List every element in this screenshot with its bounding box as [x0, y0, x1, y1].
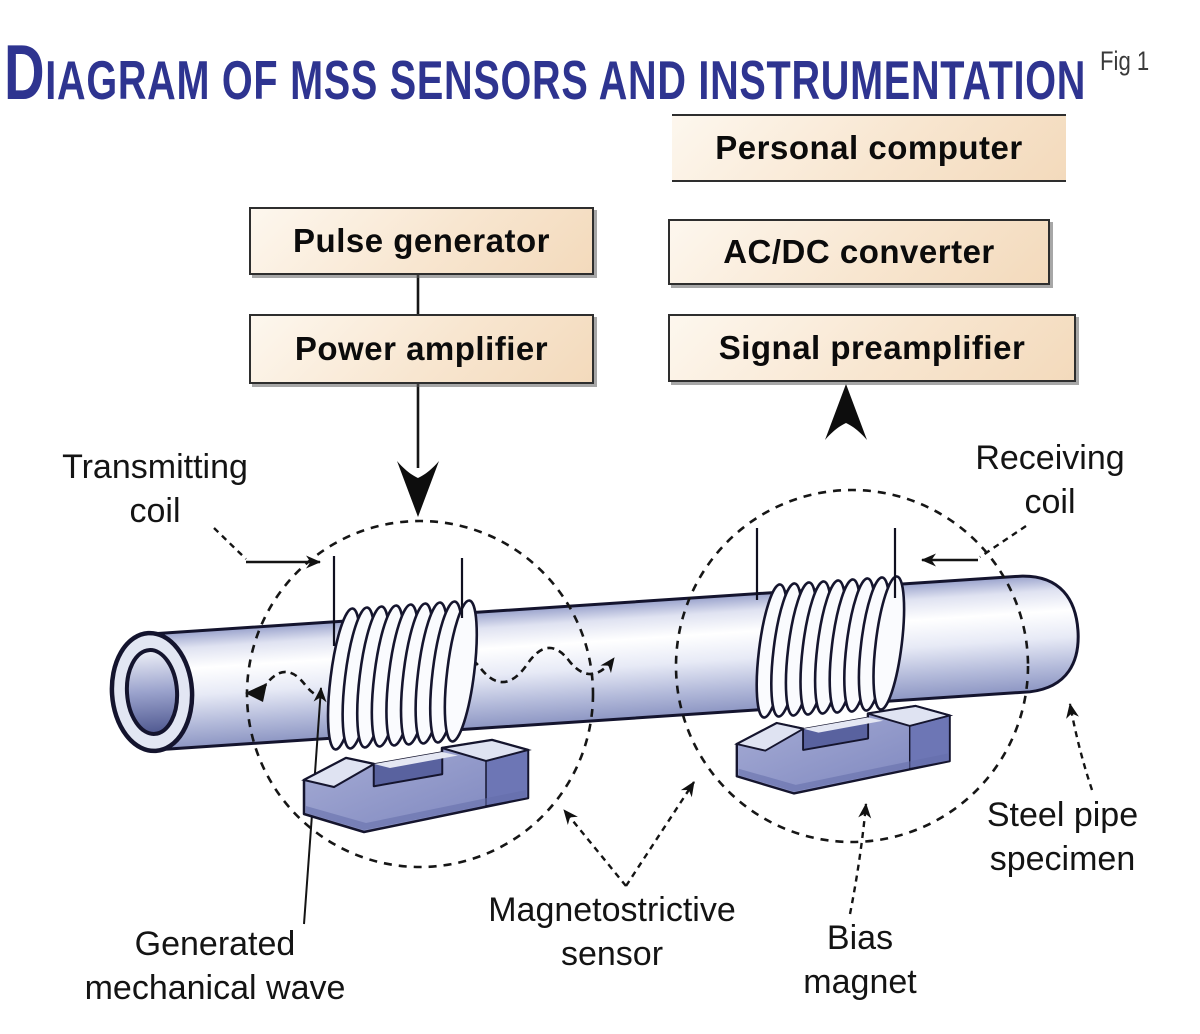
- receiving-coil: [755, 575, 906, 719]
- sensor-circle-left: [245, 519, 595, 869]
- page-title: DIAGRAM OF MSS SENSORS AND INSTRUMENTATI…: [4, 33, 1086, 111]
- title-dropcap: D: [4, 28, 46, 117]
- bias-magnet-left: [302, 738, 530, 834]
- magnetostrictive-sensor-label: Magnetostrictive sensor: [488, 891, 736, 974]
- transmitting-coil-label: Transmitting coil: [62, 448, 248, 531]
- coil-lead-wires: [332, 528, 897, 646]
- signal-preamplifier-box: Signal preamplifier: [668, 314, 1076, 382]
- pipe-opening-hole: [124, 648, 180, 736]
- bias-magnet-label: Bias magnet: [803, 919, 917, 1002]
- steel-pipe-specimen-label: Steel pipe specimen: [986, 796, 1139, 879]
- pulse-generator-box: Pulse generator: [249, 207, 594, 275]
- transmitting-coil: [326, 599, 479, 751]
- up-arrowhead: [825, 384, 867, 440]
- sensor-circle-right: [674, 488, 1030, 844]
- power-amplifier-box: Power amplifier: [249, 314, 594, 384]
- bias-magnet-right: [735, 704, 951, 795]
- title-text: IAGRAM OF MSS SENSORS AND INSTRUMENTATIO…: [45, 49, 1087, 112]
- generated-wave-label: Generated mechanical wave: [84, 925, 346, 1008]
- receiving-coil-label: Receiving coil: [975, 439, 1125, 522]
- label-leaders: [213, 525, 1094, 915]
- figure-number-label: Fig 1: [1100, 46, 1150, 76]
- down-arrowhead: [397, 461, 439, 517]
- wave-left-arrowhead: [245, 683, 267, 702]
- acdc-converter-box: AC/DC converter: [668, 219, 1050, 285]
- personal-computer-box: Personal computer: [672, 114, 1066, 182]
